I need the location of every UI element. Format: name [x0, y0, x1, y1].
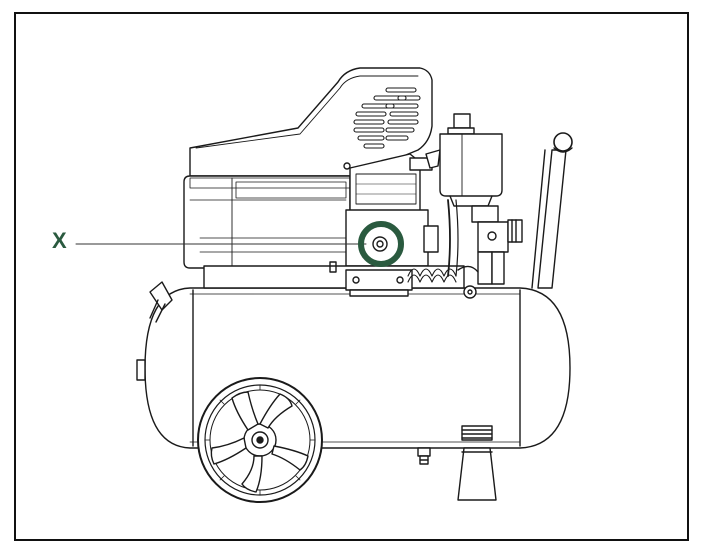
- carry-handle: [531, 132, 573, 289]
- drain-valve: [417, 447, 431, 465]
- wheel: [197, 377, 323, 503]
- callout-pointer: [75, 221, 404, 267]
- motor-cover: [183, 67, 433, 269]
- pressure-switch: [439, 113, 503, 207]
- rubber-foot: [457, 425, 497, 501]
- air-pipe: [447, 199, 479, 277]
- callout-label-x: X: [52, 228, 67, 253]
- pump-base: [203, 261, 477, 299]
- callout-circle: [358, 221, 404, 267]
- air-regulator: [471, 205, 523, 285]
- tank-safety-valve: [149, 281, 173, 323]
